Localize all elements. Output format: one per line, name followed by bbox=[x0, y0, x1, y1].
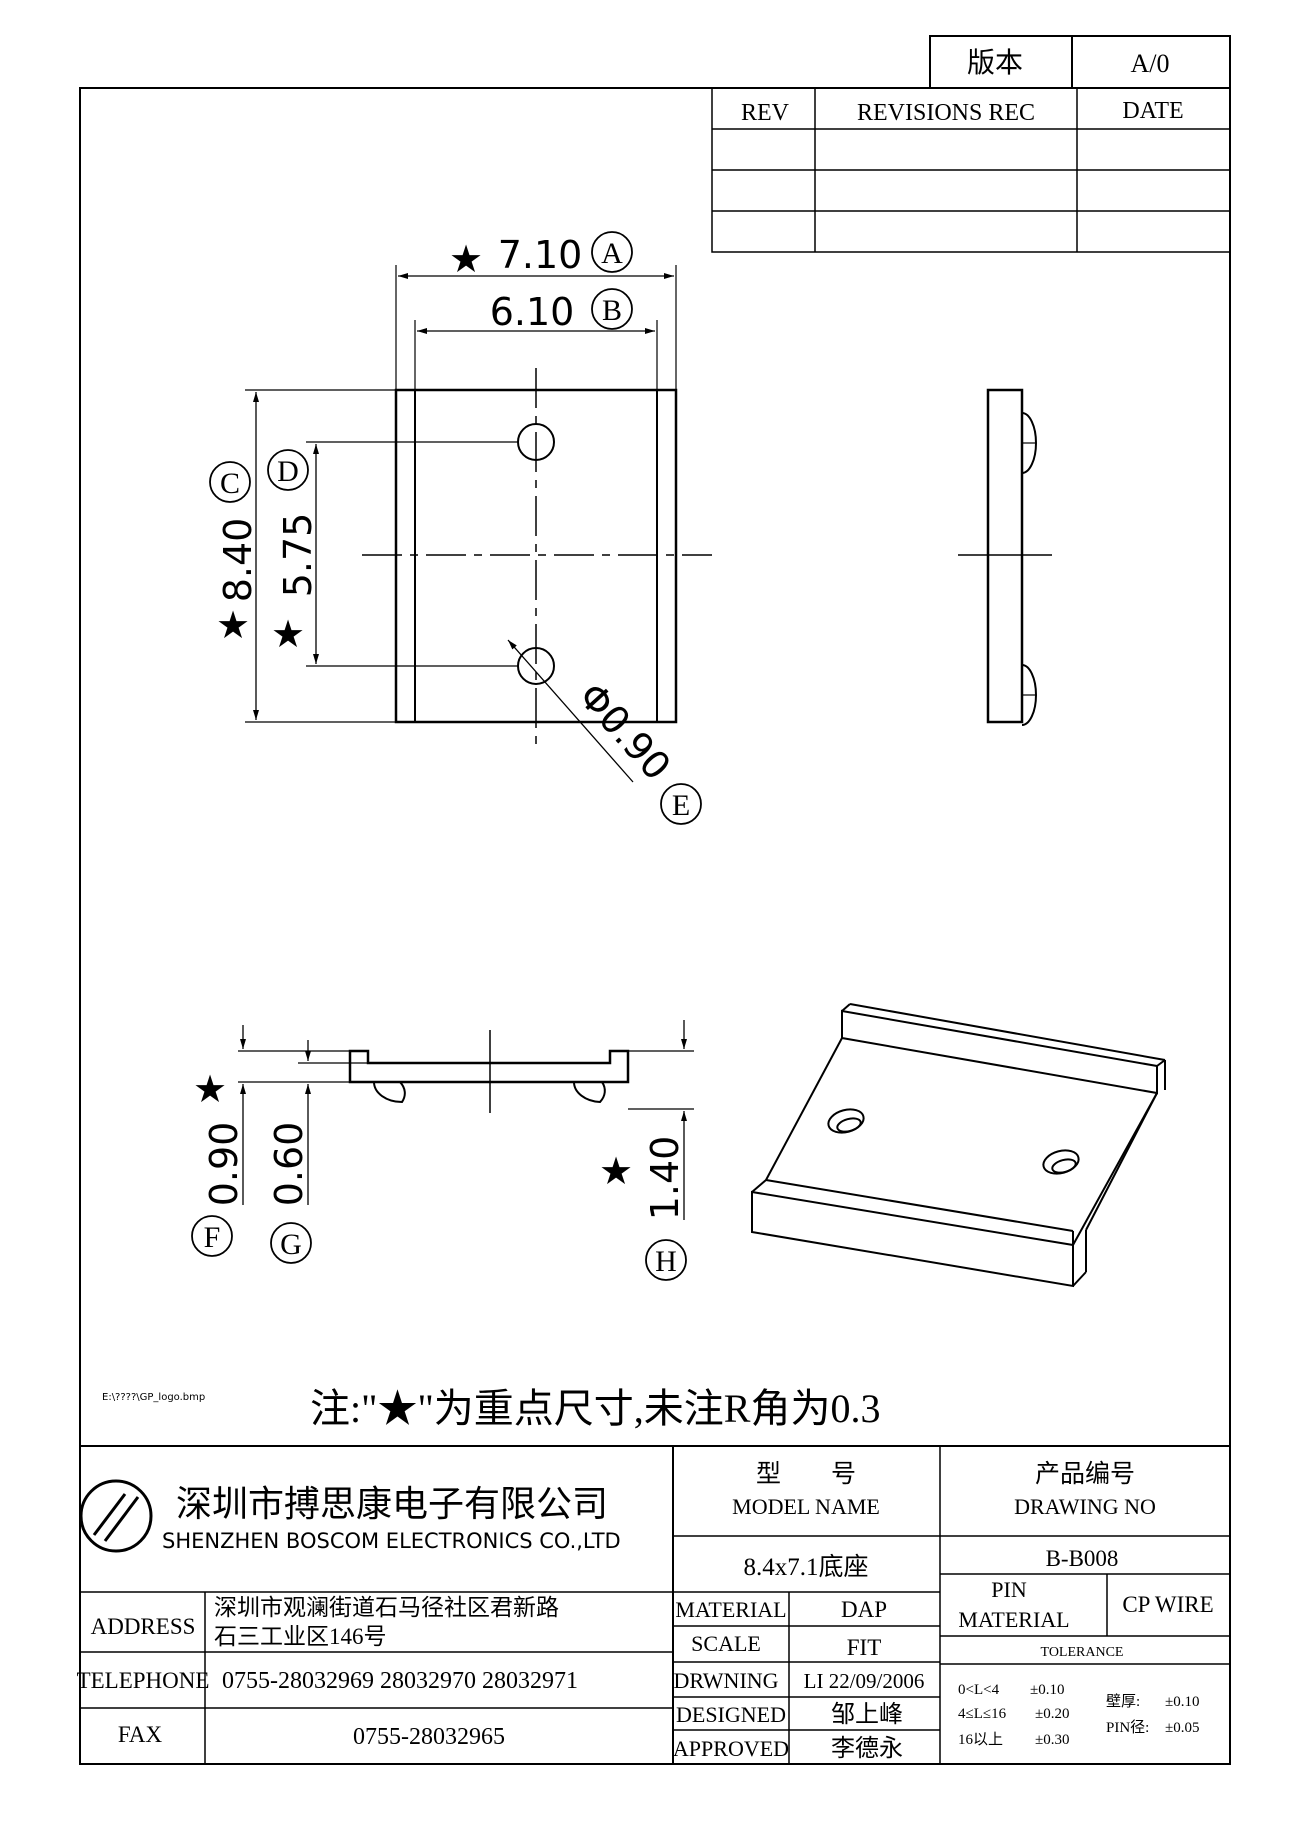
dim-d-badge bbox=[267, 449, 309, 491]
drawing-label: DRWNING bbox=[673, 1668, 778, 1693]
dim-b-value: 6.10 bbox=[490, 290, 575, 334]
tolerance-extra-label-1: 壁厚: bbox=[1106, 1693, 1140, 1710]
dim-b-badge bbox=[591, 288, 633, 330]
telephone-label: TELEPHONE bbox=[77, 1668, 210, 1693]
drawing-no-value: B-B008 bbox=[1046, 1546, 1119, 1571]
side-view bbox=[958, 388, 1052, 726]
version-label: 版本 bbox=[967, 47, 1023, 79]
tolerance-value-2: ±0.20 bbox=[1035, 1706, 1069, 1722]
dim-h-value: 1.40 bbox=[643, 1136, 687, 1221]
designed-value: 邹上峰 bbox=[831, 1701, 903, 1728]
isometric-view bbox=[751, 1003, 1166, 1288]
dim-e-letter: E bbox=[672, 789, 690, 822]
model-label-en: MODEL NAME bbox=[732, 1494, 880, 1519]
drawing-border bbox=[79, 87, 1231, 1765]
designed-label: DESIGNED bbox=[676, 1702, 786, 1727]
dim-h-letter: H bbox=[655, 1245, 677, 1278]
revision-table bbox=[711, 87, 1231, 253]
tolerance-range-1: 0<L<4 bbox=[958, 1682, 1000, 1698]
dim-d-letter: D bbox=[277, 455, 299, 488]
front-view bbox=[238, 1020, 694, 1220]
drawing-value: LI 22/09/2006 bbox=[804, 1669, 925, 1693]
dim-e-badge bbox=[660, 783, 702, 825]
tolerance-range-2: 4≤L≤16 bbox=[958, 1706, 1007, 1722]
dim-star-a: ★ bbox=[449, 237, 483, 281]
pin-label-1: PIN bbox=[991, 1577, 1027, 1602]
dim-g-badge bbox=[270, 1222, 312, 1264]
dim-star-h: ★ bbox=[599, 1149, 633, 1193]
dim-star-d: ★ bbox=[271, 612, 305, 656]
revision-header-rec: REVISIONS REC bbox=[857, 100, 1035, 126]
address-line2: 石三工业区146号 bbox=[214, 1624, 387, 1649]
drawing-no-label-en: DRAWING NO bbox=[1014, 1494, 1156, 1519]
material-value: DAP bbox=[841, 1597, 887, 1622]
tolerance-extra-value-2: ±0.05 bbox=[1165, 1720, 1199, 1736]
dim-c-badge bbox=[209, 461, 251, 503]
tolerance-range-3: 16以上 bbox=[958, 1731, 1003, 1748]
dim-star-f: ★ bbox=[193, 1067, 227, 1111]
title-block bbox=[80, 1445, 1230, 1764]
dim-g-letter: G bbox=[280, 1228, 302, 1261]
dim-f-value: 0.90 bbox=[202, 1122, 246, 1207]
dim-star-c: ★ bbox=[216, 603, 250, 647]
drawing-no-label-cn: 产品编号 bbox=[1035, 1460, 1135, 1488]
dim-e-value: Φ0.90 bbox=[570, 674, 679, 789]
address-label: ADDRESS bbox=[91, 1614, 196, 1639]
tolerance-value-3: ±0.30 bbox=[1035, 1732, 1069, 1748]
approved-label: APPROVED bbox=[673, 1736, 789, 1761]
tolerance-value-1: ±0.10 bbox=[1030, 1682, 1064, 1698]
fax-label: FAX bbox=[118, 1722, 163, 1747]
drawing-note: 注:"★"为重点尺寸,未注R角为0.3 bbox=[310, 1386, 880, 1431]
scale-value: FIT bbox=[847, 1635, 882, 1660]
dim-c-letter: C bbox=[220, 467, 240, 500]
pin-material-value: CP WIRE bbox=[1122, 1592, 1213, 1617]
version-value: A/0 bbox=[1131, 49, 1170, 78]
dim-a-value: 7.10 bbox=[498, 233, 583, 277]
revision-header-date: DATE bbox=[1122, 98, 1183, 124]
scale-label: SCALE bbox=[691, 1631, 761, 1656]
company-logo-icon bbox=[79, 1479, 153, 1553]
approved-value: 李德永 bbox=[831, 1735, 903, 1762]
revision-header-rev: REV bbox=[741, 100, 790, 126]
material-label: MATERIAL bbox=[675, 1597, 786, 1622]
tolerance-title: TOLERANCE bbox=[1041, 1645, 1124, 1660]
fax-value: 0755-28032965 bbox=[353, 1724, 505, 1750]
logo-path: E:\????\GP_logo.bmp bbox=[102, 1392, 205, 1403]
address-line1: 深圳市观澜街道石马径社区君新路 bbox=[214, 1595, 559, 1620]
tolerance-extra-label-2: PIN径: bbox=[1106, 1719, 1149, 1736]
tolerance-extra-value-1: ±0.10 bbox=[1165, 1694, 1199, 1710]
dim-c-value: 8.40 bbox=[216, 518, 260, 603]
dim-g-value: 0.60 bbox=[267, 1122, 311, 1207]
company-name-en: SHENZHEN BOSCOM ELECTRONICS CO.,LTD bbox=[162, 1529, 621, 1553]
telephone-value: 0755-28032969 28032970 28032971 bbox=[222, 1668, 578, 1694]
dim-b-letter: B bbox=[602, 294, 622, 327]
dim-f-badge bbox=[191, 1215, 233, 1257]
dim-d-value: 5.75 bbox=[276, 513, 320, 598]
company-name-cn: 深圳市搏思康电子有限公司 bbox=[176, 1484, 608, 1524]
model-value: 8.4x7.1底座 bbox=[743, 1553, 868, 1581]
top-view bbox=[245, 265, 712, 783]
dim-f-letter: F bbox=[204, 1221, 221, 1254]
dim-a-letter: A bbox=[601, 237, 623, 270]
dim-a-badge bbox=[591, 231, 633, 273]
dim-h-badge bbox=[645, 1239, 687, 1281]
model-label-cn: 型 号 bbox=[756, 1460, 856, 1488]
pin-label-2: MATERIAL bbox=[958, 1607, 1069, 1632]
